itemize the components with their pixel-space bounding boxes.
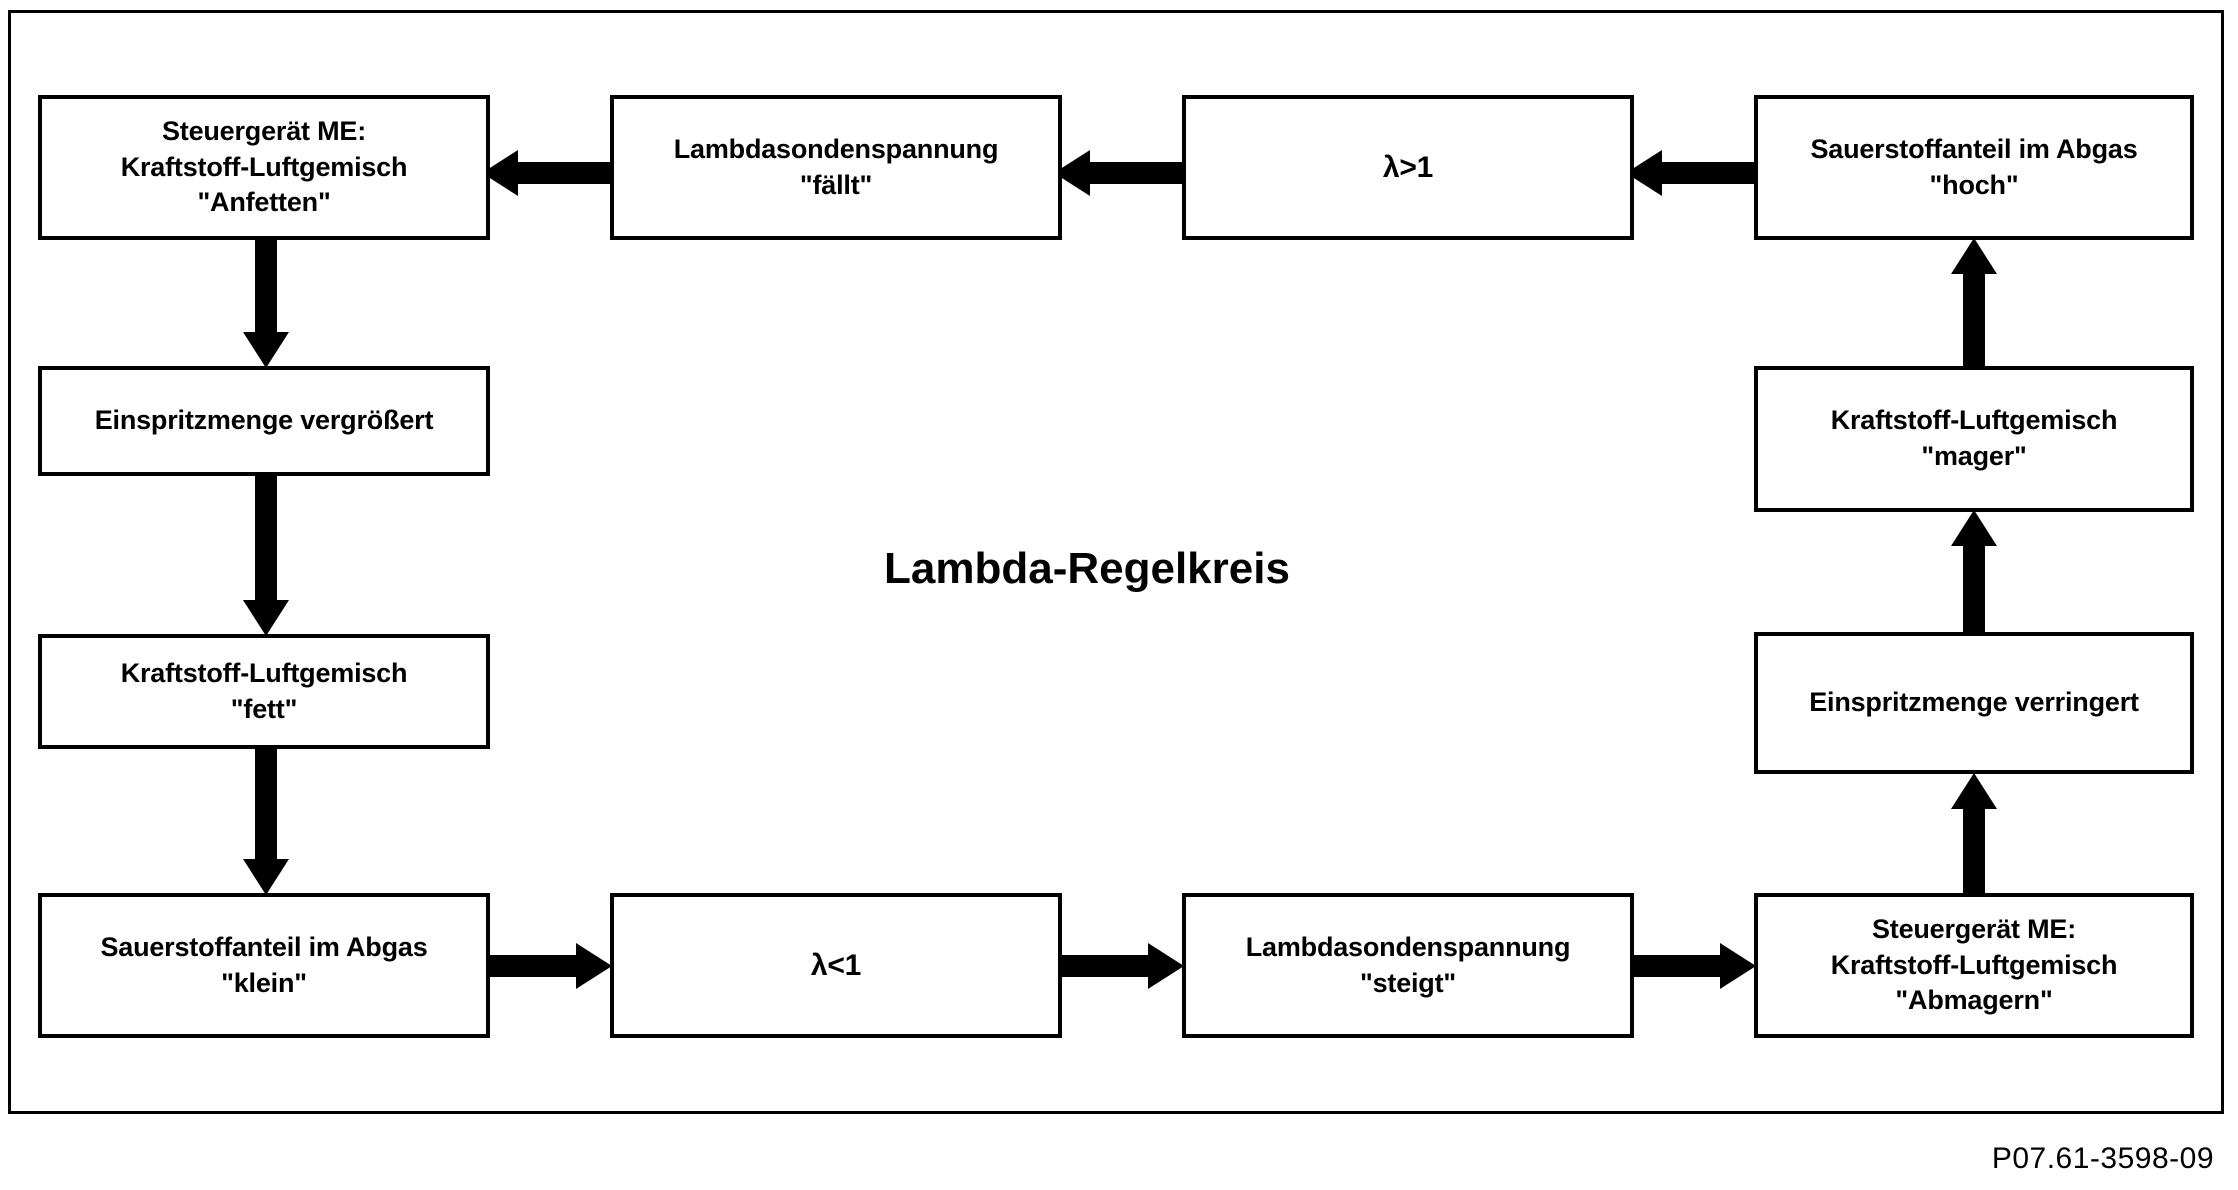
- arrow-shaft: [1963, 270, 1985, 370]
- node-oxygen-high-label: Sauerstoffanteil im Abgas "hoch": [1810, 133, 2138, 200]
- arrow-head: [1148, 943, 1184, 989]
- node-ecu-lean-label: Steuergerät ME: Kraftstoff-Luftgemisch "…: [1830, 914, 2118, 1016]
- arrow-oxygen-low-to-lambda-less-one: [482, 943, 612, 989]
- arrow-head: [1951, 773, 1997, 809]
- arrow-mixture-rich-to-oxygen-low: [243, 747, 289, 895]
- arrow-head: [576, 943, 612, 989]
- node-oxygen-high: Sauerstoffanteil im Abgas "hoch": [1754, 95, 2194, 240]
- arrow-head: [243, 600, 289, 636]
- node-ecu-enrich-label: Steuergerät ME: Kraftstoff-Luftgemisch "…: [120, 116, 408, 218]
- node-lambda-greater-one-label: λ>1: [1382, 150, 1434, 184]
- node-lambda-greater-one: λ>1: [1182, 95, 1634, 240]
- node-lambda-voltage-falls-label: Lambdasondenspannung "fällt": [673, 133, 999, 200]
- arrow-head: [243, 859, 289, 895]
- arrow-ecu-lean-to-injection-reduced: [1951, 773, 1997, 897]
- node-mixture-lean: Kraftstoff-Luftgemisch "mager": [1754, 366, 2194, 512]
- arrow-head: [243, 332, 289, 368]
- arrow-head: [1720, 943, 1756, 989]
- arrow-injection-increased-to-mixture-rich: [243, 474, 289, 636]
- arrow-injection-reduced-to-mixture-lean: [1951, 510, 1997, 636]
- arrow-lambda-less-one-to-voltage-rises: [1054, 943, 1184, 989]
- node-lambda-voltage-rises: Lambdasondenspannung "steigt": [1182, 893, 1634, 1038]
- node-injection-reduced: Einspritzmenge verringert: [1754, 632, 2194, 774]
- node-oxygen-low: Sauerstoffanteil im Abgas "klein": [38, 893, 490, 1038]
- node-ecu-enrich: Steuergerät ME: Kraftstoff-Luftgemisch "…: [38, 95, 490, 240]
- node-mixture-lean-label: Kraftstoff-Luftgemisch "mager": [1830, 405, 2118, 471]
- arrow-shaft: [1626, 955, 1726, 977]
- arrow-shaft: [1963, 542, 1985, 636]
- arrow-shaft: [1656, 162, 1756, 184]
- arrow-ecu-enrich-to-injection-increased: [243, 238, 289, 368]
- arrow-shaft: [255, 474, 277, 604]
- arrow-shaft: [255, 747, 277, 863]
- node-mixture-rich: Kraftstoff-Luftgemisch "fett": [38, 634, 490, 749]
- arrow-shaft: [512, 162, 612, 184]
- arrow-oxygen-high-to-lambda-greater-one: [1626, 150, 1756, 196]
- arrow-lambda-voltage-falls-to-ecu-enrich: [482, 150, 612, 196]
- arrow-head: [1951, 510, 1997, 546]
- arrow-mixture-lean-to-oxygen-high: [1951, 238, 1997, 370]
- arrow-shaft: [255, 238, 277, 338]
- arrow-voltage-rises-to-ecu-lean: [1626, 943, 1756, 989]
- arrow-head: [1951, 238, 1997, 274]
- node-lambda-voltage-falls: Lambdasondenspannung "fällt": [610, 95, 1062, 240]
- node-injection-increased-label: Einspritzmenge vergrößert: [94, 405, 434, 436]
- node-injection-reduced-label: Einspritzmenge verringert: [1809, 687, 2139, 718]
- node-oxygen-low-label: Sauerstoffanteil im Abgas "klein": [100, 931, 428, 998]
- arrow-shaft: [482, 955, 582, 977]
- arrow-lambda-greater-one-to-voltage-falls: [1054, 150, 1184, 196]
- node-injection-increased: Einspritzmenge vergrößert: [38, 366, 490, 476]
- node-lambda-less-one: λ<1: [610, 893, 1062, 1038]
- arrow-shaft: [1054, 955, 1154, 977]
- arrow-shaft: [1084, 162, 1184, 184]
- node-ecu-lean: Steuergerät ME: Kraftstoff-Luftgemisch "…: [1754, 893, 2194, 1038]
- node-mixture-rich-label: Kraftstoff-Luftgemisch "fett": [120, 657, 408, 724]
- node-lambda-less-one-label: λ<1: [810, 948, 862, 982]
- node-lambda-voltage-rises-label: Lambdasondenspannung "steigt": [1245, 931, 1571, 998]
- arrow-shaft: [1963, 805, 1985, 897]
- diagram-title: Lambda-Regelkreis: [884, 544, 1290, 593]
- figure-code: P07.61-3598-09: [1991, 1142, 2214, 1175]
